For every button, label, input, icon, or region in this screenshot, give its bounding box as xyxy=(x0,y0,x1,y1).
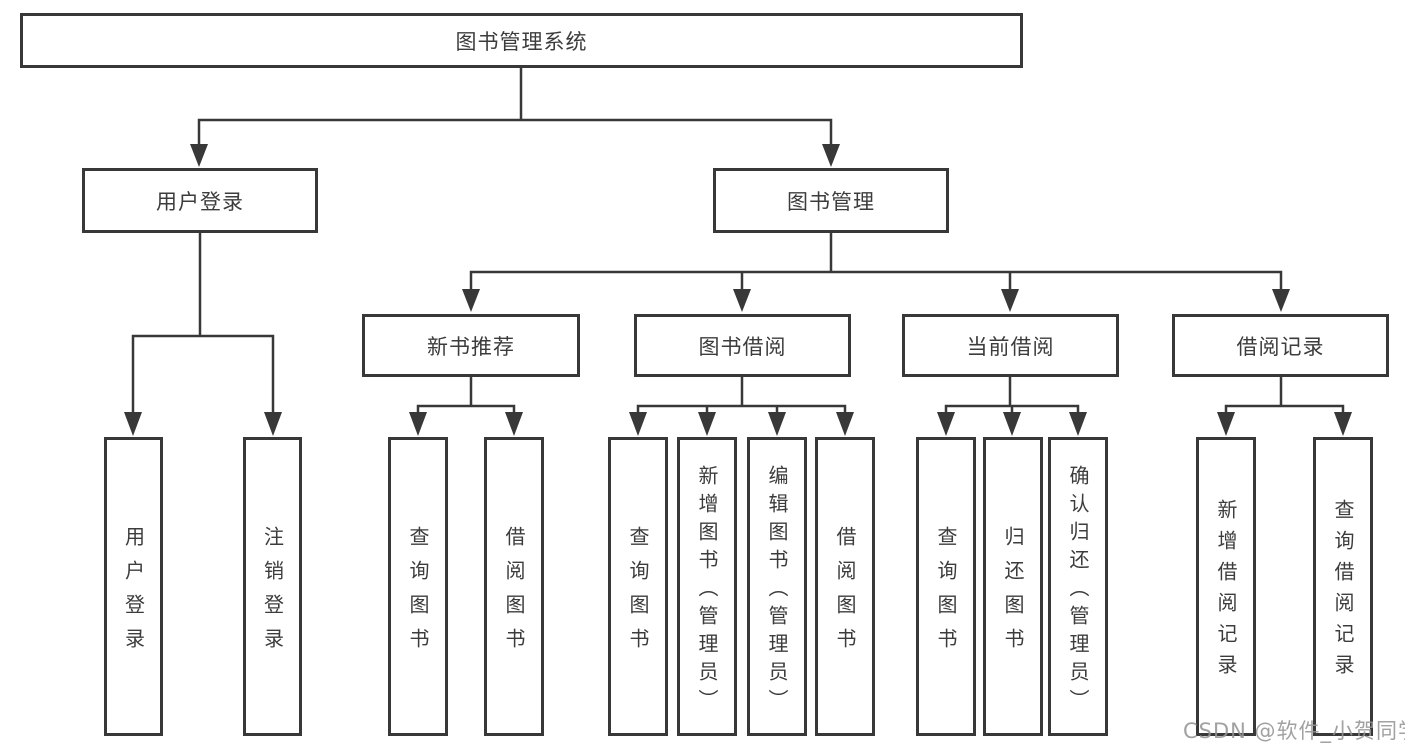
node-leaf-add-borrow-record: 新增借阅记录 xyxy=(1196,437,1256,736)
node-label: 确认归还（管理员） xyxy=(1066,464,1090,717)
node-label: 图书管理 xyxy=(787,189,875,214)
csdn-watermark: CSDN @软件_小贺同学 xyxy=(1183,719,1405,743)
node-current-borrowing: 当前借阅 xyxy=(902,314,1119,377)
node-leaf-borrow-books: 借阅图书 xyxy=(815,437,875,736)
node-leaf-query-books-borrowing: 查询图书 xyxy=(608,437,668,736)
node-borrowing-records: 借阅记录 xyxy=(1172,314,1389,377)
node-leaf-borrow-books-recommend: 借阅图书 xyxy=(484,437,544,736)
node-label: 图书管理系统 xyxy=(455,29,588,54)
node-label: 借阅记录 xyxy=(1236,334,1325,359)
node-leaf-query-borrow-record: 查询借阅记录 xyxy=(1313,437,1373,736)
node-leaf-query-books-current: 查询图书 xyxy=(916,437,976,736)
node-label: 查询图书 xyxy=(626,525,650,662)
node-new-book-recommendation: 新书推荐 xyxy=(362,314,580,377)
node-label: 用户登录 xyxy=(121,525,146,662)
node-label: 当前借阅 xyxy=(966,334,1055,359)
node-label: 编辑图书（管理员） xyxy=(765,464,789,717)
node-label: 归还图书 xyxy=(1001,525,1025,662)
node-user-login-branch: 用户登录 xyxy=(82,168,318,233)
node-label: 用户登录 xyxy=(156,189,244,214)
node-label: 图书借阅 xyxy=(698,334,787,359)
node-leaf-logout: 注销登录 xyxy=(243,437,302,736)
node-leaf-user-login: 用户登录 xyxy=(104,437,163,736)
node-label: 借阅图书 xyxy=(833,525,857,662)
node-label: 新增借阅记录 xyxy=(1214,499,1238,685)
node-leaf-query-books-recommend: 查询图书 xyxy=(388,437,448,736)
node-label: 新书推荐 xyxy=(427,334,515,359)
arrowheads xyxy=(124,144,1352,436)
node-leaf-add-book-admin: 新增图书（管理员） xyxy=(677,437,737,736)
node-book-management-system: 图书管理系统 xyxy=(20,13,1023,68)
node-leaf-return-books: 归还图书 xyxy=(983,437,1043,736)
node-label: 新增图书（管理员） xyxy=(695,464,719,717)
node-label: 查询图书 xyxy=(934,525,958,662)
node-label: 查询借阅记录 xyxy=(1331,499,1355,685)
node-label: 借阅图书 xyxy=(502,525,526,662)
node-leaf-confirm-return-admin: 确认归还（管理员） xyxy=(1048,437,1108,736)
node-book-management-branch: 图书管理 xyxy=(713,168,949,233)
node-label: 查询图书 xyxy=(406,525,430,662)
node-leaf-edit-book-admin: 编辑图书（管理员） xyxy=(747,437,807,736)
node-book-borrowing: 图书借阅 xyxy=(634,314,851,377)
node-label: 注销登录 xyxy=(260,525,285,662)
